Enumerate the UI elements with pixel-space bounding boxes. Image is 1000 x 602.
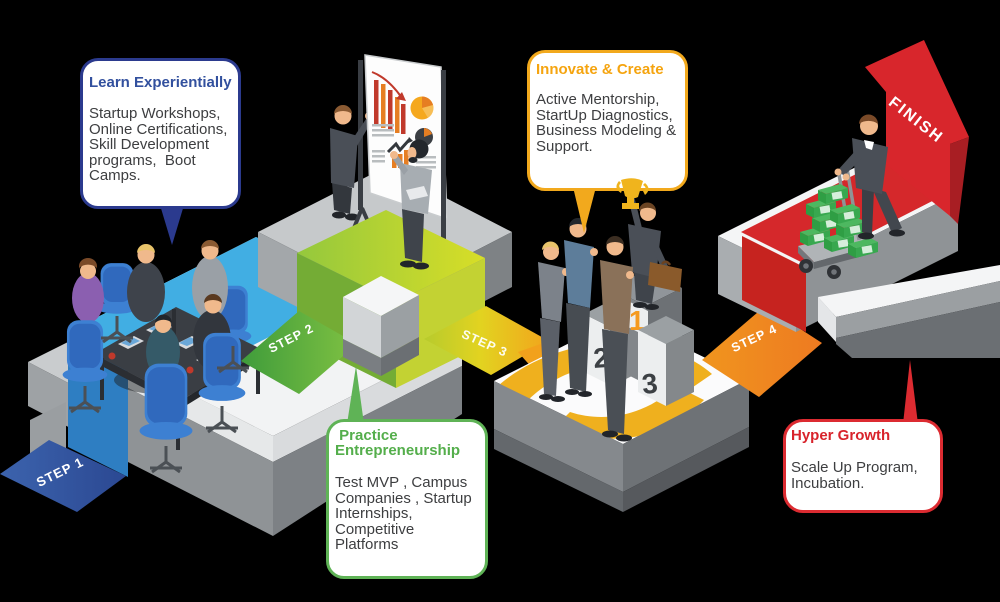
svg-text:3: 3 [640,368,659,400]
svg-text:1: 1 [629,305,645,336]
